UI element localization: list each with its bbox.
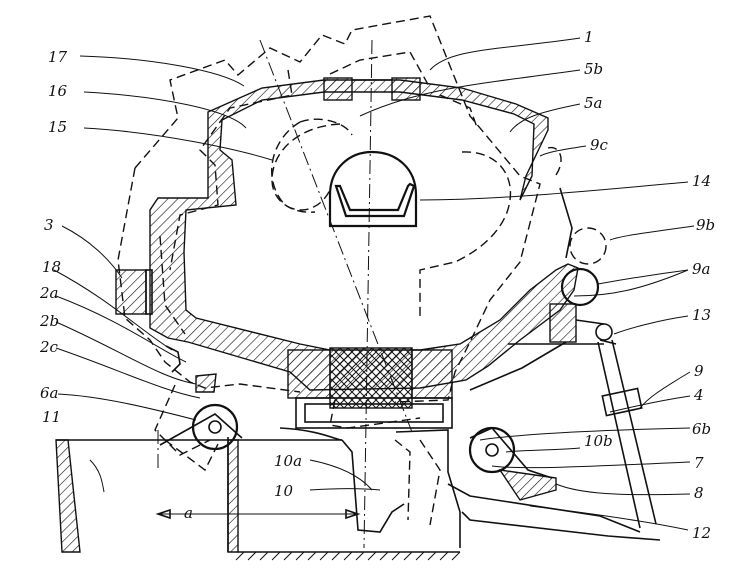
roller-9a (560, 267, 600, 307)
label-12: 12 (692, 524, 711, 542)
top-cap-right (391, 77, 421, 101)
label-4: 4 (693, 386, 704, 404)
label-13: 13 (692, 306, 711, 324)
label-8: 8 (694, 484, 704, 502)
leader-lines (53, 37, 695, 531)
top-cap-left (323, 77, 353, 101)
reference-labels: 1 17 5b 16 5a 15 9c 14 3 9b 18 9a 2a 13 … (39, 28, 715, 542)
right-mechanism (469, 146, 657, 529)
left-support (55, 403, 405, 553)
axis-lines (157, 39, 413, 549)
label-2b: 2b (39, 312, 59, 330)
label-15: 15 (48, 118, 67, 136)
label-9a: 9a (692, 260, 711, 278)
right-support (395, 426, 661, 548)
label-2a: 2a (39, 284, 59, 302)
label-10a: 10a (274, 452, 302, 470)
coil-stack (329, 347, 413, 409)
label-6a: 6a (40, 384, 59, 402)
roller-9b (569, 227, 607, 265)
label-17: 17 (48, 48, 68, 66)
left-assembly (115, 269, 217, 393)
label-10: 10 (274, 482, 294, 500)
label-7: 7 (694, 454, 704, 472)
chamber-14 (328, 150, 418, 228)
label-14: 14 (692, 172, 711, 190)
label-16: 16 (48, 82, 68, 100)
label-a: a (184, 504, 193, 522)
label-1: 1 (584, 28, 594, 46)
label-3: 3 (44, 216, 54, 234)
label-6b: 6b (692, 420, 711, 438)
inner-chamber (271, 123, 418, 228)
label-9: 9 (694, 362, 704, 380)
label-5a: 5a (584, 94, 603, 112)
label-9c: 9c (590, 136, 609, 154)
label-10b: 10b (584, 432, 613, 450)
label-18: 18 (42, 258, 61, 276)
base-assembly (287, 347, 453, 429)
label-2c: 2c (39, 338, 59, 356)
ground-line (235, 551, 461, 561)
label-5b: 5b (584, 60, 603, 78)
label-11: 11 (42, 408, 61, 426)
dimension-a (155, 508, 361, 520)
label-9b: 9b (696, 216, 715, 234)
